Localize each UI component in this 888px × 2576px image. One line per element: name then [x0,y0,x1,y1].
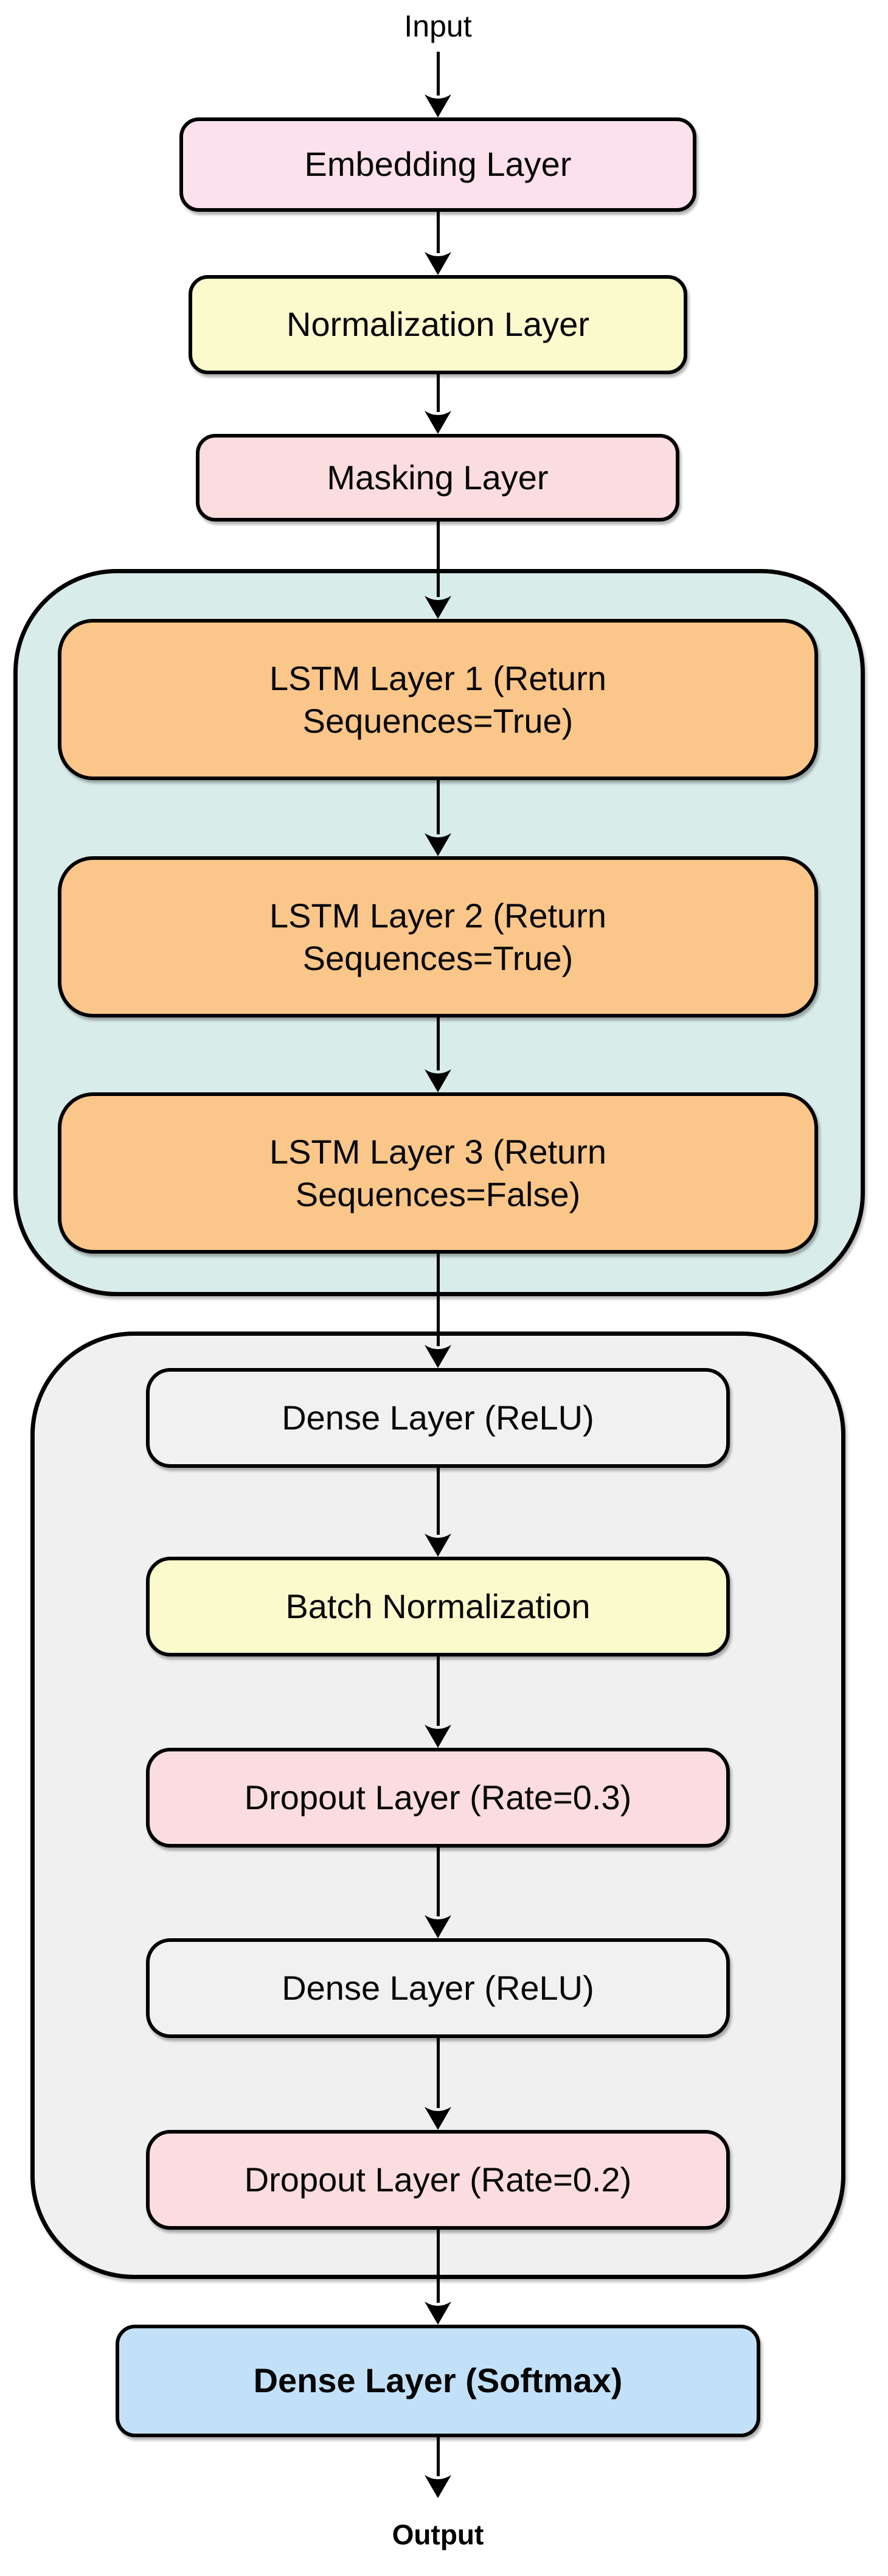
node-label: Normalization Layer [286,305,589,344]
node-label-line2: Sequences=True) [302,938,574,977]
flow-arrow-softmax-output [425,2437,451,2498]
flow-arrow-masking-lstm1 [425,522,451,619]
node-label: LSTM Layer 1 (Return Sequences=True) [269,657,606,742]
arrowhead-icon [425,1345,451,1368]
flow-arrow-normalization-masking [425,374,451,434]
input-label: Input [404,9,472,43]
flow-arrow-batchnorm-dropout1 [425,1656,451,1748]
arrowhead-icon [425,1725,451,1748]
node-label: Embedding Layer [304,145,572,184]
node-label: Dropout Layer (Rate=0.3) [244,1778,632,1817]
node-label-line2: Sequences=True) [302,701,574,740]
arrow-shaft [436,2437,440,2476]
arrow-shaft [436,52,440,96]
arrowhead-icon [425,2107,451,2130]
flow-arrow-dense2-dropout2 [425,2038,451,2130]
node-masking-layer: Masking Layer [196,434,679,522]
flow-arrow-dropout2-softmax [425,2230,451,2325]
node-label-line1: LSTM Layer 1 (Return [269,658,606,697]
node-label-line2: Sequences=False) [295,1175,581,1213]
arrow-shaft [436,1254,440,1346]
node-batch-normalization: Batch Normalization [146,1557,730,1656]
arrow-shaft [436,212,440,253]
arrow-shaft [436,780,440,834]
node-label: LSTM Layer 2 (Return Sequences=True) [269,895,606,980]
flow-arrow-dense1-batchnorm [425,1468,451,1557]
arrowhead-icon [425,2302,451,2325]
arrowhead-icon [425,833,451,856]
node-normalization-layer: Normalization Layer [189,275,687,374]
node-dropout-layer-03: Dropout Layer (Rate=0.3) [146,1748,730,1848]
arrow-shaft [436,1848,440,1916]
flow-arrow-lstm1-lstm2 [425,780,451,856]
node-dense-layer-relu-1: Dense Layer (ReLU) [146,1368,730,1468]
arrowhead-icon [425,2475,451,2498]
arrowhead-icon [425,1534,451,1557]
arrow-shaft [436,1656,440,1726]
arrow-shaft [436,2038,440,2108]
node-lstm-layer-2: LSTM Layer 2 (Return Sequences=True) [58,856,818,1017]
node-label: Batch Normalization [285,1586,591,1625]
arrowhead-icon [425,1069,451,1092]
arrow-shaft [436,1468,440,1535]
node-lstm-layer-1: LSTM Layer 1 (Return Sequences=True) [58,619,818,780]
arrowhead-icon [425,411,451,434]
flow-arrow-embedding-normalization [425,212,451,275]
node-label: Dense Layer (ReLU) [282,1968,594,2007]
arrowhead-icon [425,596,451,619]
arrow-shaft [436,374,440,412]
arrow-shaft [436,2230,440,2303]
flow-arrow-lstm3-dense1 [425,1254,451,1368]
arrowhead-icon [425,252,451,275]
arrow-shaft [436,1017,440,1070]
arrow-shaft [436,522,440,597]
node-label-line1: LSTM Layer 3 (Return [269,1132,606,1171]
node-label: Masking Layer [327,458,549,497]
node-label-line1: LSTM Layer 2 (Return [269,896,606,935]
node-dropout-layer-02: Dropout Layer (Rate=0.2) [146,2130,730,2230]
node-lstm-layer-3: LSTM Layer 3 (Return Sequences=False) [58,1092,818,1254]
flow-arrow-dropout1-dense2 [425,1848,451,1938]
arrowhead-icon [425,1915,451,1938]
node-dense-layer-relu-2: Dense Layer (ReLU) [146,1938,730,2038]
node-label: Dense Layer (ReLU) [282,1398,594,1437]
flow-arrow-lstm2-lstm3 [425,1017,451,1092]
node-label: Dense Layer (Softmax) [253,2361,623,2400]
node-dense-layer-softmax: Dense Layer (Softmax) [116,2325,760,2437]
node-label: LSTM Layer 3 (Return Sequences=False) [269,1131,606,1216]
flow-arrow-input-embedding [425,52,451,117]
output-label: Output [392,2519,484,2550]
arrowhead-icon [425,94,451,117]
node-embedding-layer: Embedding Layer [179,117,696,212]
node-label: Dropout Layer (Rate=0.2) [244,2160,632,2199]
